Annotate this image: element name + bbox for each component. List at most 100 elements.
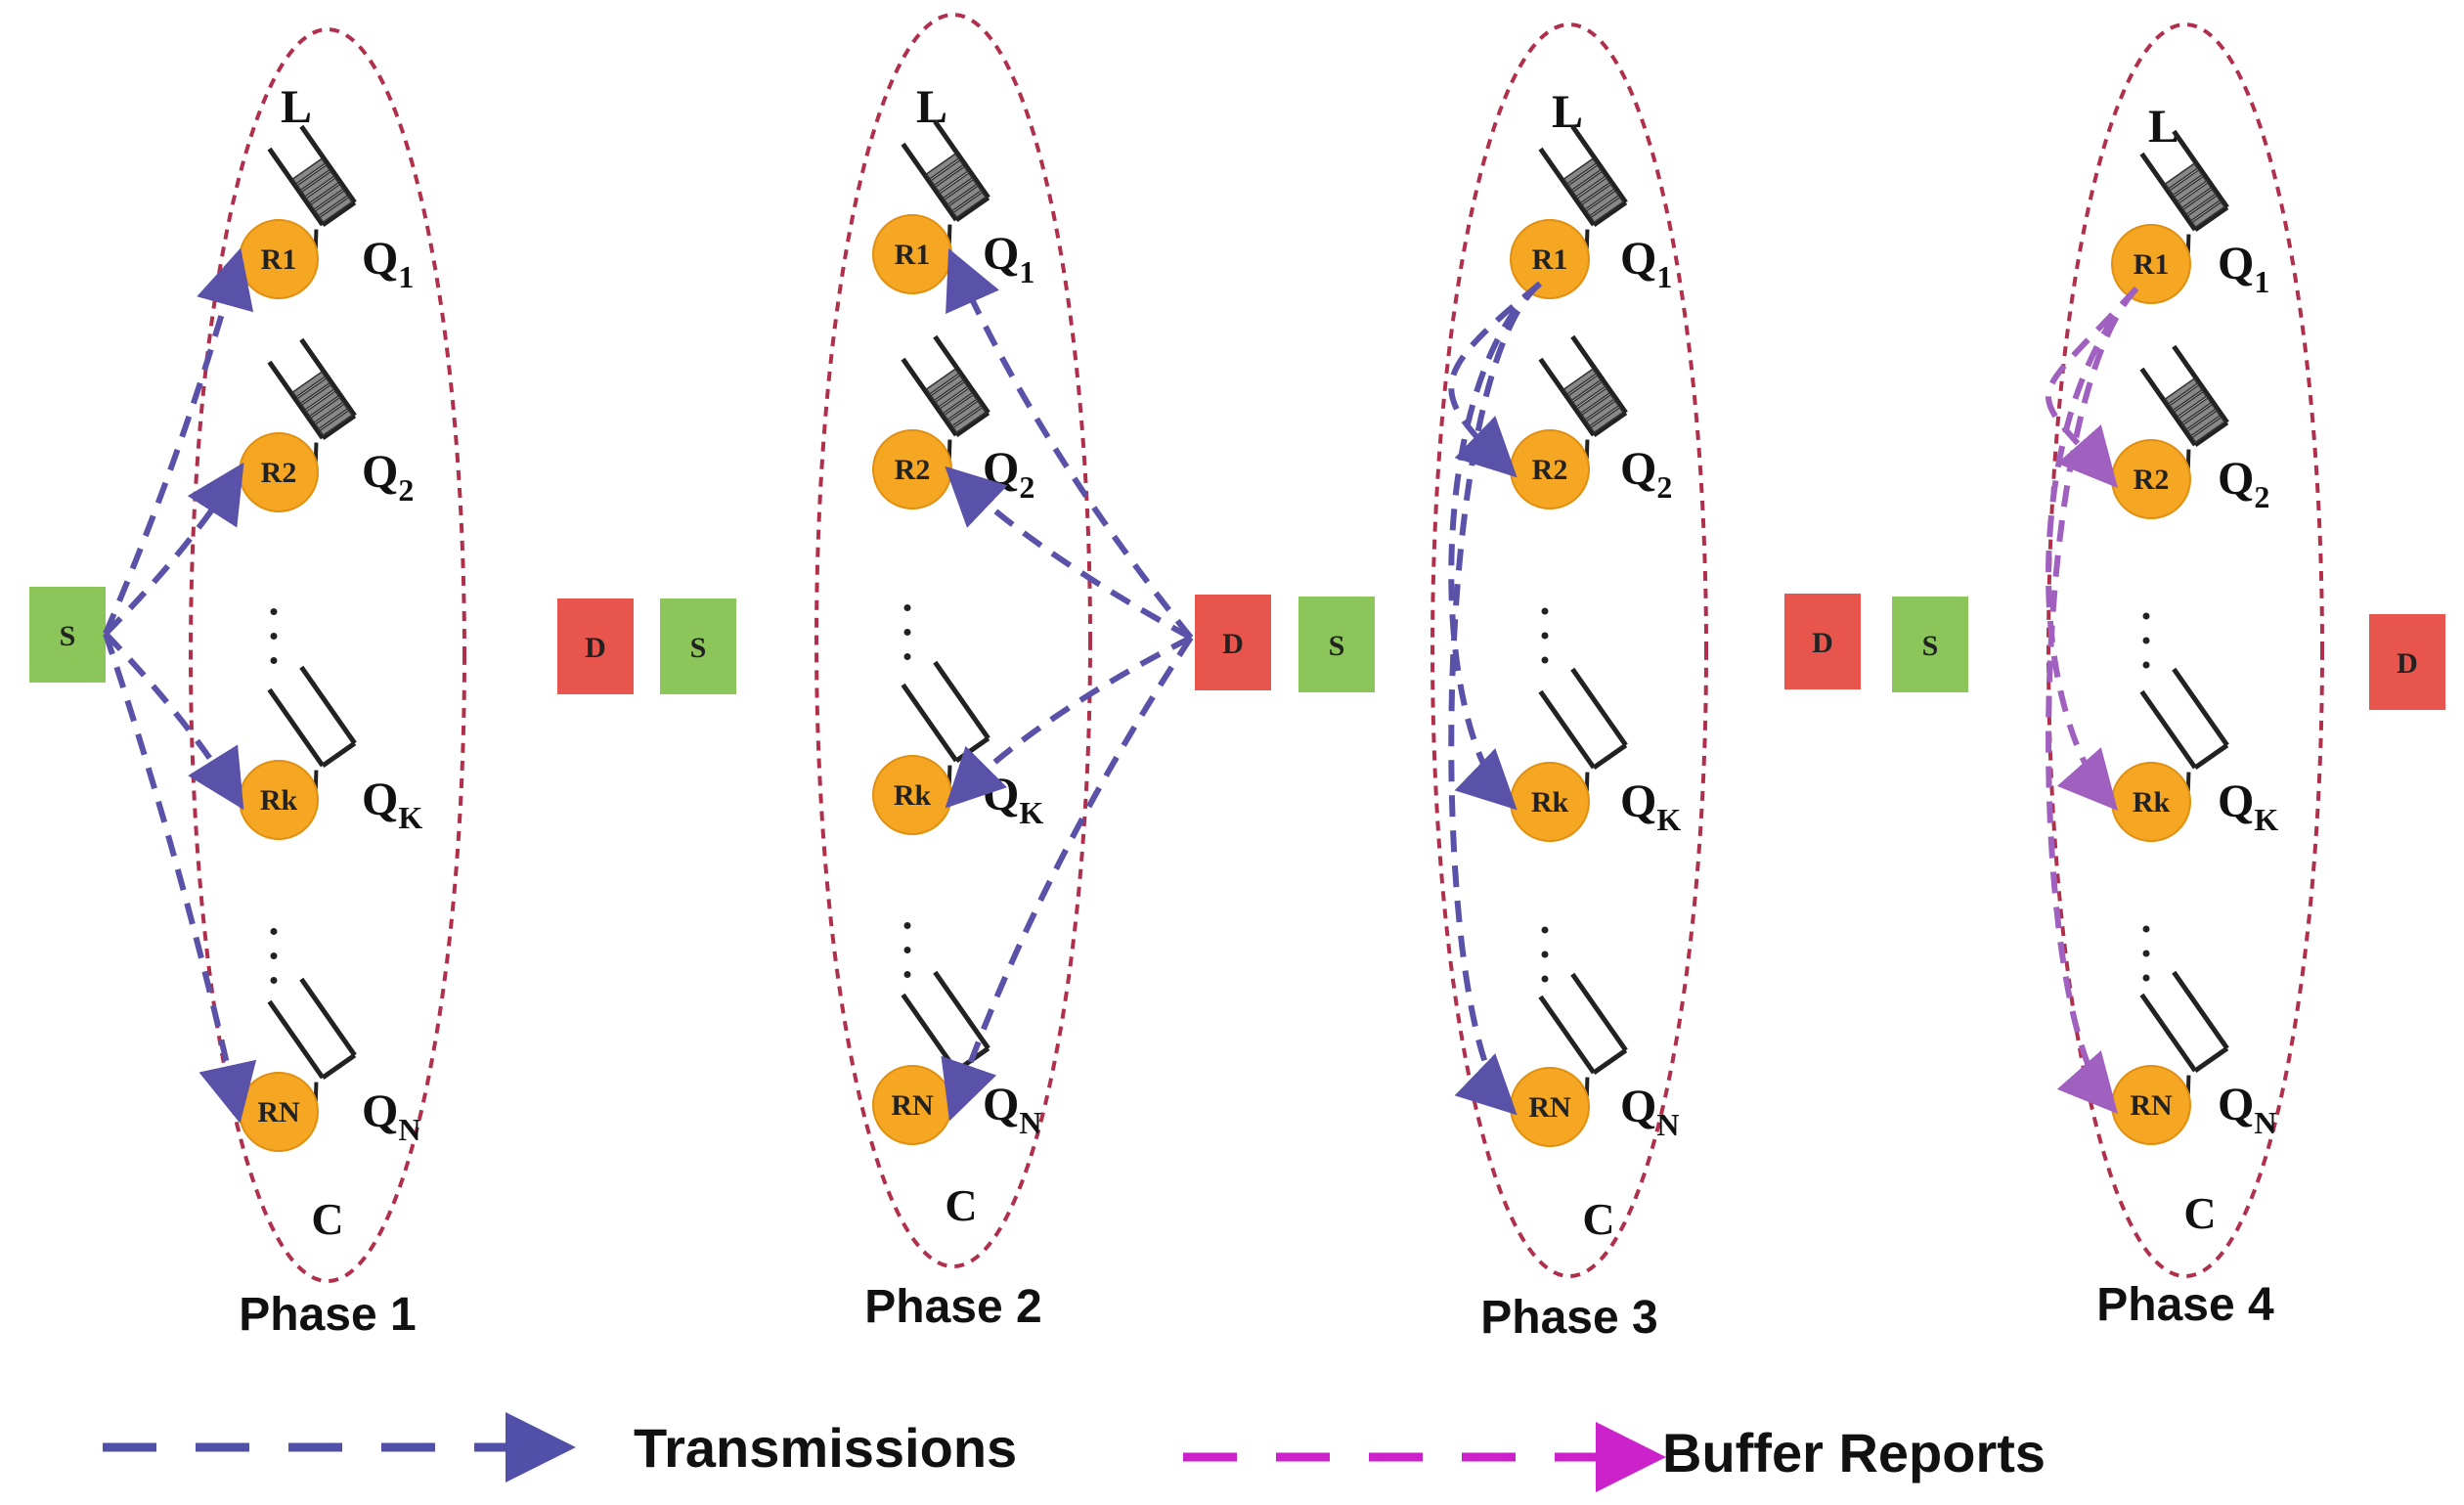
transmission-arrow (1448, 281, 1542, 1116)
ellipsis-dot (2142, 661, 2150, 669)
ellipsis-dot (2142, 612, 2150, 620)
queue-label: Q1 (1620, 233, 1672, 294)
queue-label: QN (1620, 1081, 1679, 1142)
transmissions-legend-label: Transmissions (634, 1417, 1017, 1479)
phase-4-label: Phase 4 (2096, 1279, 2274, 1331)
source-label: S (60, 620, 76, 652)
relay-node-label: R1 (895, 239, 931, 271)
ellipsis-dot (1541, 656, 1549, 664)
transmission-arrow (103, 247, 254, 636)
buffer-report-arrow (2046, 286, 2139, 1115)
ellipsis-dot (270, 928, 278, 935)
relay-node-label: Rk (894, 779, 932, 812)
relay-node-label: Rk (2133, 786, 2171, 819)
ellipsis-dot (270, 657, 278, 664)
buffer-size-label: L (916, 81, 947, 133)
destination-label: D (1812, 627, 1833, 659)
buffer-report-arrow (2046, 286, 2139, 812)
ellipsis-dot (270, 952, 278, 959)
destination-label: D (1222, 628, 1244, 660)
buffer-size-label: L (281, 81, 312, 133)
ellipsis-dot (2142, 974, 2150, 982)
transmission-arrow (945, 635, 1193, 809)
ellipsis-dot (903, 922, 911, 929)
queue-label: QK (983, 769, 1043, 830)
cluster-ellipse (2046, 22, 2324, 1278)
queue-label: Q1 (362, 233, 414, 294)
queue-label: QN (983, 1079, 1041, 1140)
buffer-size-label: L (1552, 86, 1583, 138)
cluster-label: C (311, 1194, 343, 1244)
buffer-size-label: L (2148, 101, 2179, 153)
destination-node (1784, 594, 1861, 689)
transmission-arrow (103, 633, 257, 1124)
ellipsis-dot (1541, 607, 1549, 615)
ellipsis-dot (2142, 950, 2150, 957)
buffer-reports-legend-label: Buffer Reports (1662, 1422, 2046, 1483)
phase-2-label: Phase 2 (864, 1281, 1041, 1333)
queue-label: Q1 (2218, 238, 2269, 299)
relay-node-label: RN (891, 1089, 934, 1122)
cluster-label: C (2183, 1188, 2216, 1238)
queue-label: QK (362, 774, 422, 835)
ellipsis-dot (1541, 951, 1549, 958)
queue-label: Q1 (983, 228, 1034, 289)
queue-label: Q2 (362, 446, 414, 508)
ellipsis-dot (2142, 637, 2150, 644)
transmission-arrow (945, 465, 1193, 641)
ellipsis-dot (1541, 975, 1549, 983)
queue-label: Q2 (2218, 453, 2269, 514)
ellipsis-dot (903, 629, 911, 636)
transmission-arrow (1448, 281, 1542, 478)
destination-label: D (585, 632, 606, 664)
destination-label: D (2397, 647, 2418, 680)
transmission-arrow (1448, 281, 1542, 811)
transmission-arrow (103, 462, 244, 637)
cluster-label: C (945, 1180, 977, 1230)
source-node (29, 587, 106, 683)
ellipsis-dot (270, 633, 278, 640)
relay-node-label: R1 (261, 243, 297, 276)
queue-label: QN (2218, 1079, 2276, 1140)
cluster-label: C (1582, 1194, 1614, 1244)
source-label: S (690, 632, 707, 664)
relay-node-r1 (2111, 224, 2191, 304)
transmission-arrow (103, 631, 244, 811)
source-node (660, 598, 736, 694)
relay-node-label: Rk (260, 784, 298, 817)
cluster-ellipse (814, 13, 1092, 1268)
queue-label: Q2 (1620, 443, 1672, 505)
relay-node-label: R1 (1532, 243, 1568, 276)
ellipsis-dot (1541, 926, 1549, 934)
source-label: S (1329, 630, 1345, 662)
ellipsis-dot (270, 977, 278, 984)
transmission-arrow (946, 248, 1194, 640)
relay-node-label: RN (2130, 1089, 2173, 1122)
phase-1-label: Phase 1 (239, 1289, 416, 1341)
relay-node-label: R2 (1532, 454, 1568, 486)
queue-label: QK (2218, 775, 2278, 837)
destination-node (1195, 595, 1271, 690)
relay-node-r1 (1510, 219, 1590, 299)
phase-3-label: Phase 3 (1480, 1292, 1657, 1344)
ellipsis-dot (903, 604, 911, 611)
source-node (1892, 597, 1968, 692)
ellipsis-dot (903, 971, 911, 978)
queue-label: Q2 (983, 443, 1034, 505)
buffer-report-arrow (2046, 286, 2139, 489)
relay-node-label: R2 (2134, 464, 2170, 496)
relay-node-label: RN (257, 1096, 300, 1129)
relay-node-label: Rk (1531, 786, 1569, 819)
ellipsis-dot (903, 653, 911, 660)
cluster-ellipse (189, 27, 466, 1283)
relay-node-label: R1 (2134, 248, 2170, 281)
transmission-arrow (941, 636, 1194, 1122)
destination-node (557, 598, 634, 694)
relay-node-label: RN (1528, 1091, 1571, 1124)
relay-node-label: R2 (261, 457, 297, 489)
